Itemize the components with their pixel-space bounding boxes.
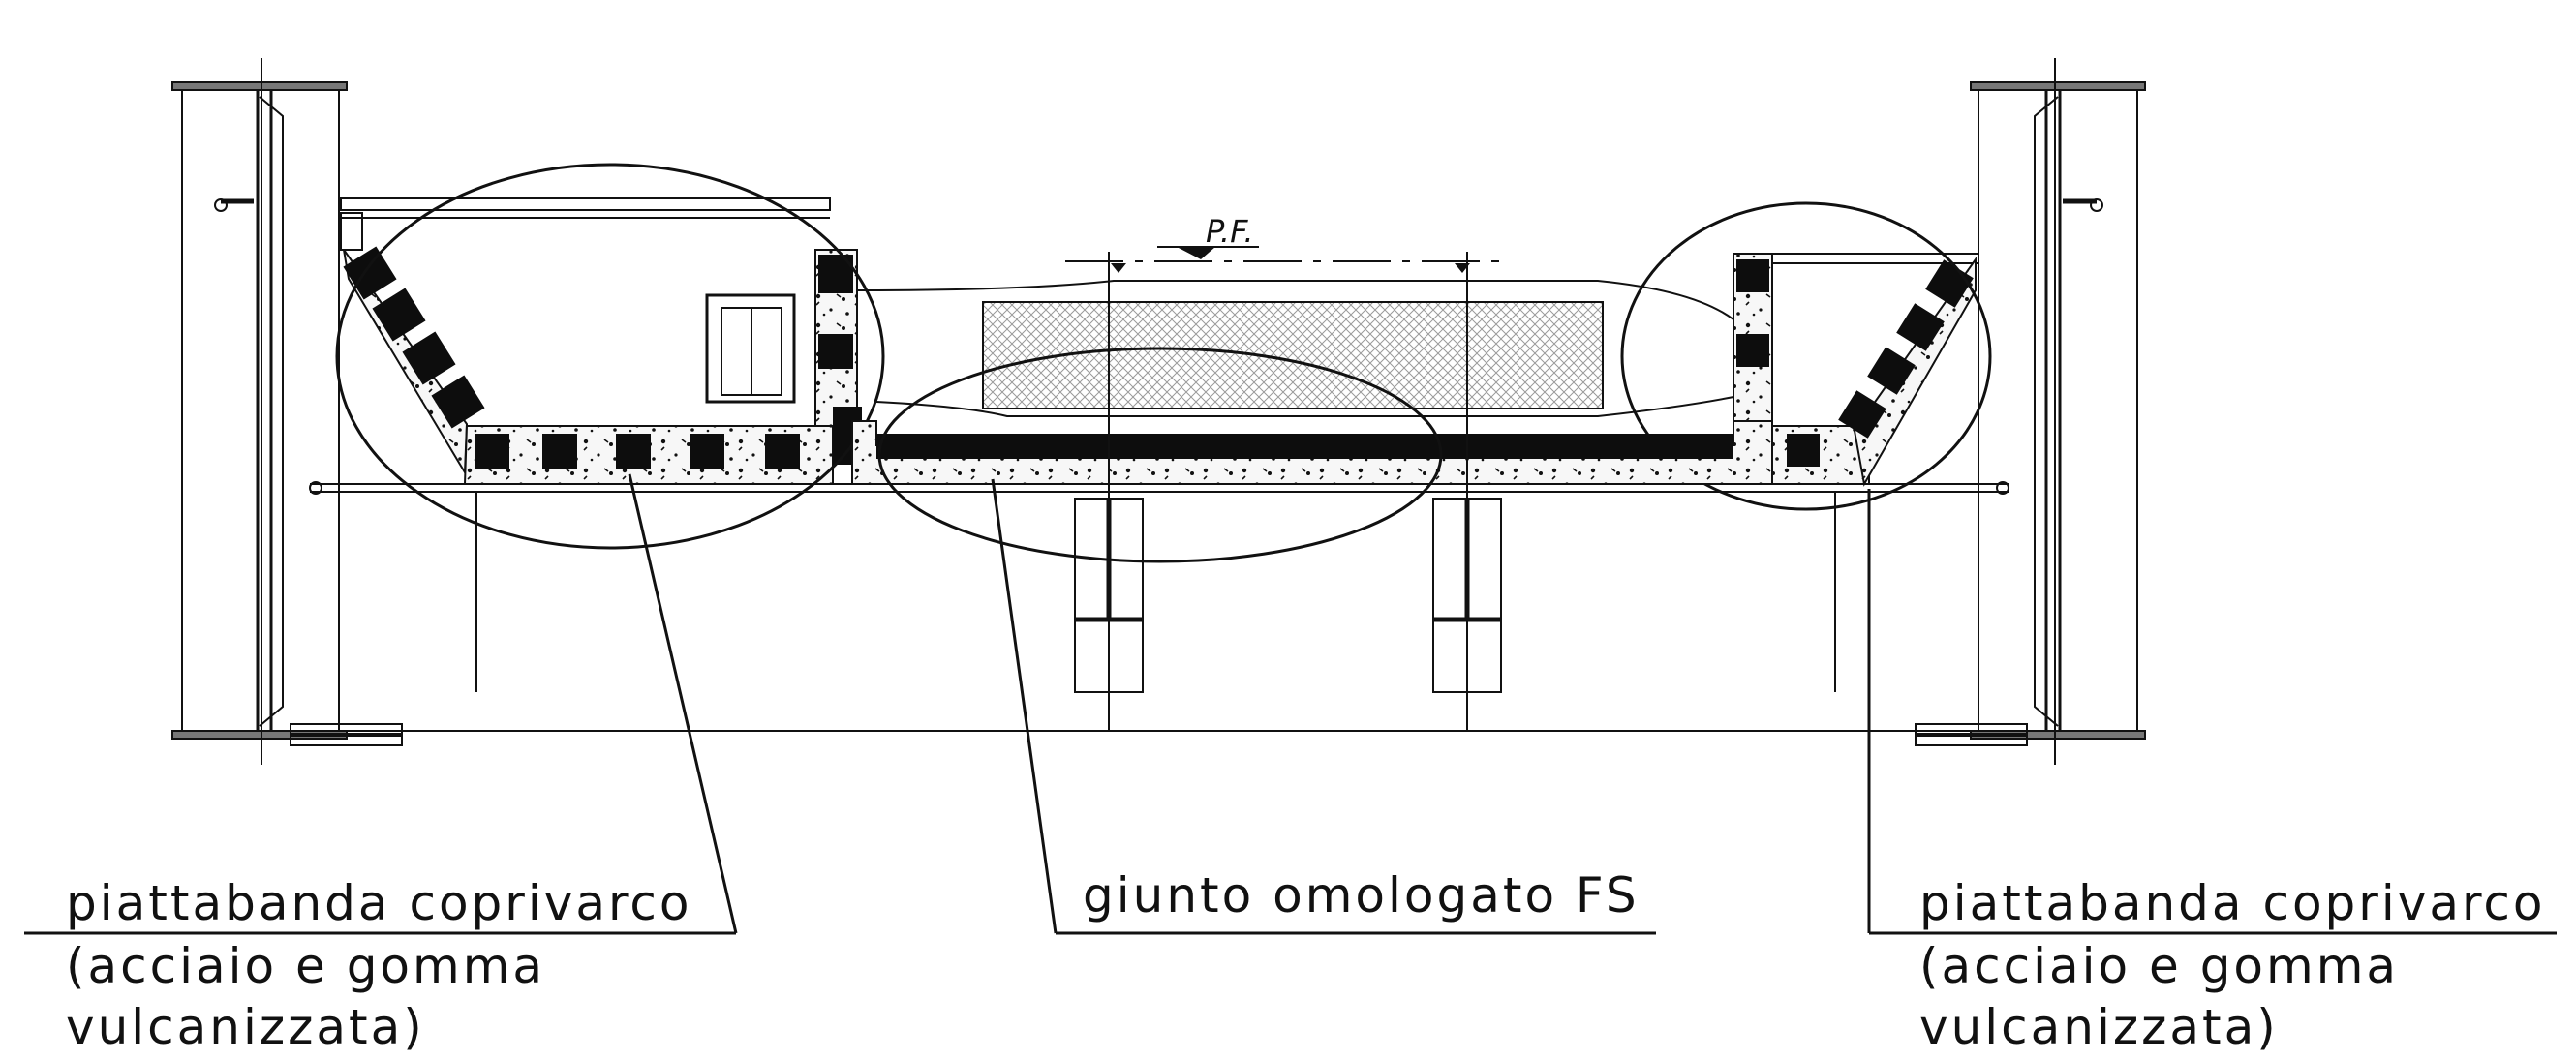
right-label-line1: piattabanda coprivarco [1919,875,2546,931]
leader-lines [24,473,2557,935]
right-girder [1915,58,2146,765]
left-cover-plate [335,163,885,550]
track-level-label: P.F. [1206,213,1254,250]
left-label-line3: vulcanizzata) [66,999,425,1055]
center-label: giunto omologato FS [1083,867,1640,924]
central-joint [851,246,1773,731]
left-label-line2: (acciaio e gomma [66,938,545,994]
left-label-line1: piattabanda coprivarco [66,875,692,931]
right-label-line3: vulcanizzata) [1919,999,2279,1055]
left-girder [171,58,403,765]
right-label-line2: (acciaio e gomma [1919,938,2399,994]
right-cover-plate [1620,201,1992,511]
